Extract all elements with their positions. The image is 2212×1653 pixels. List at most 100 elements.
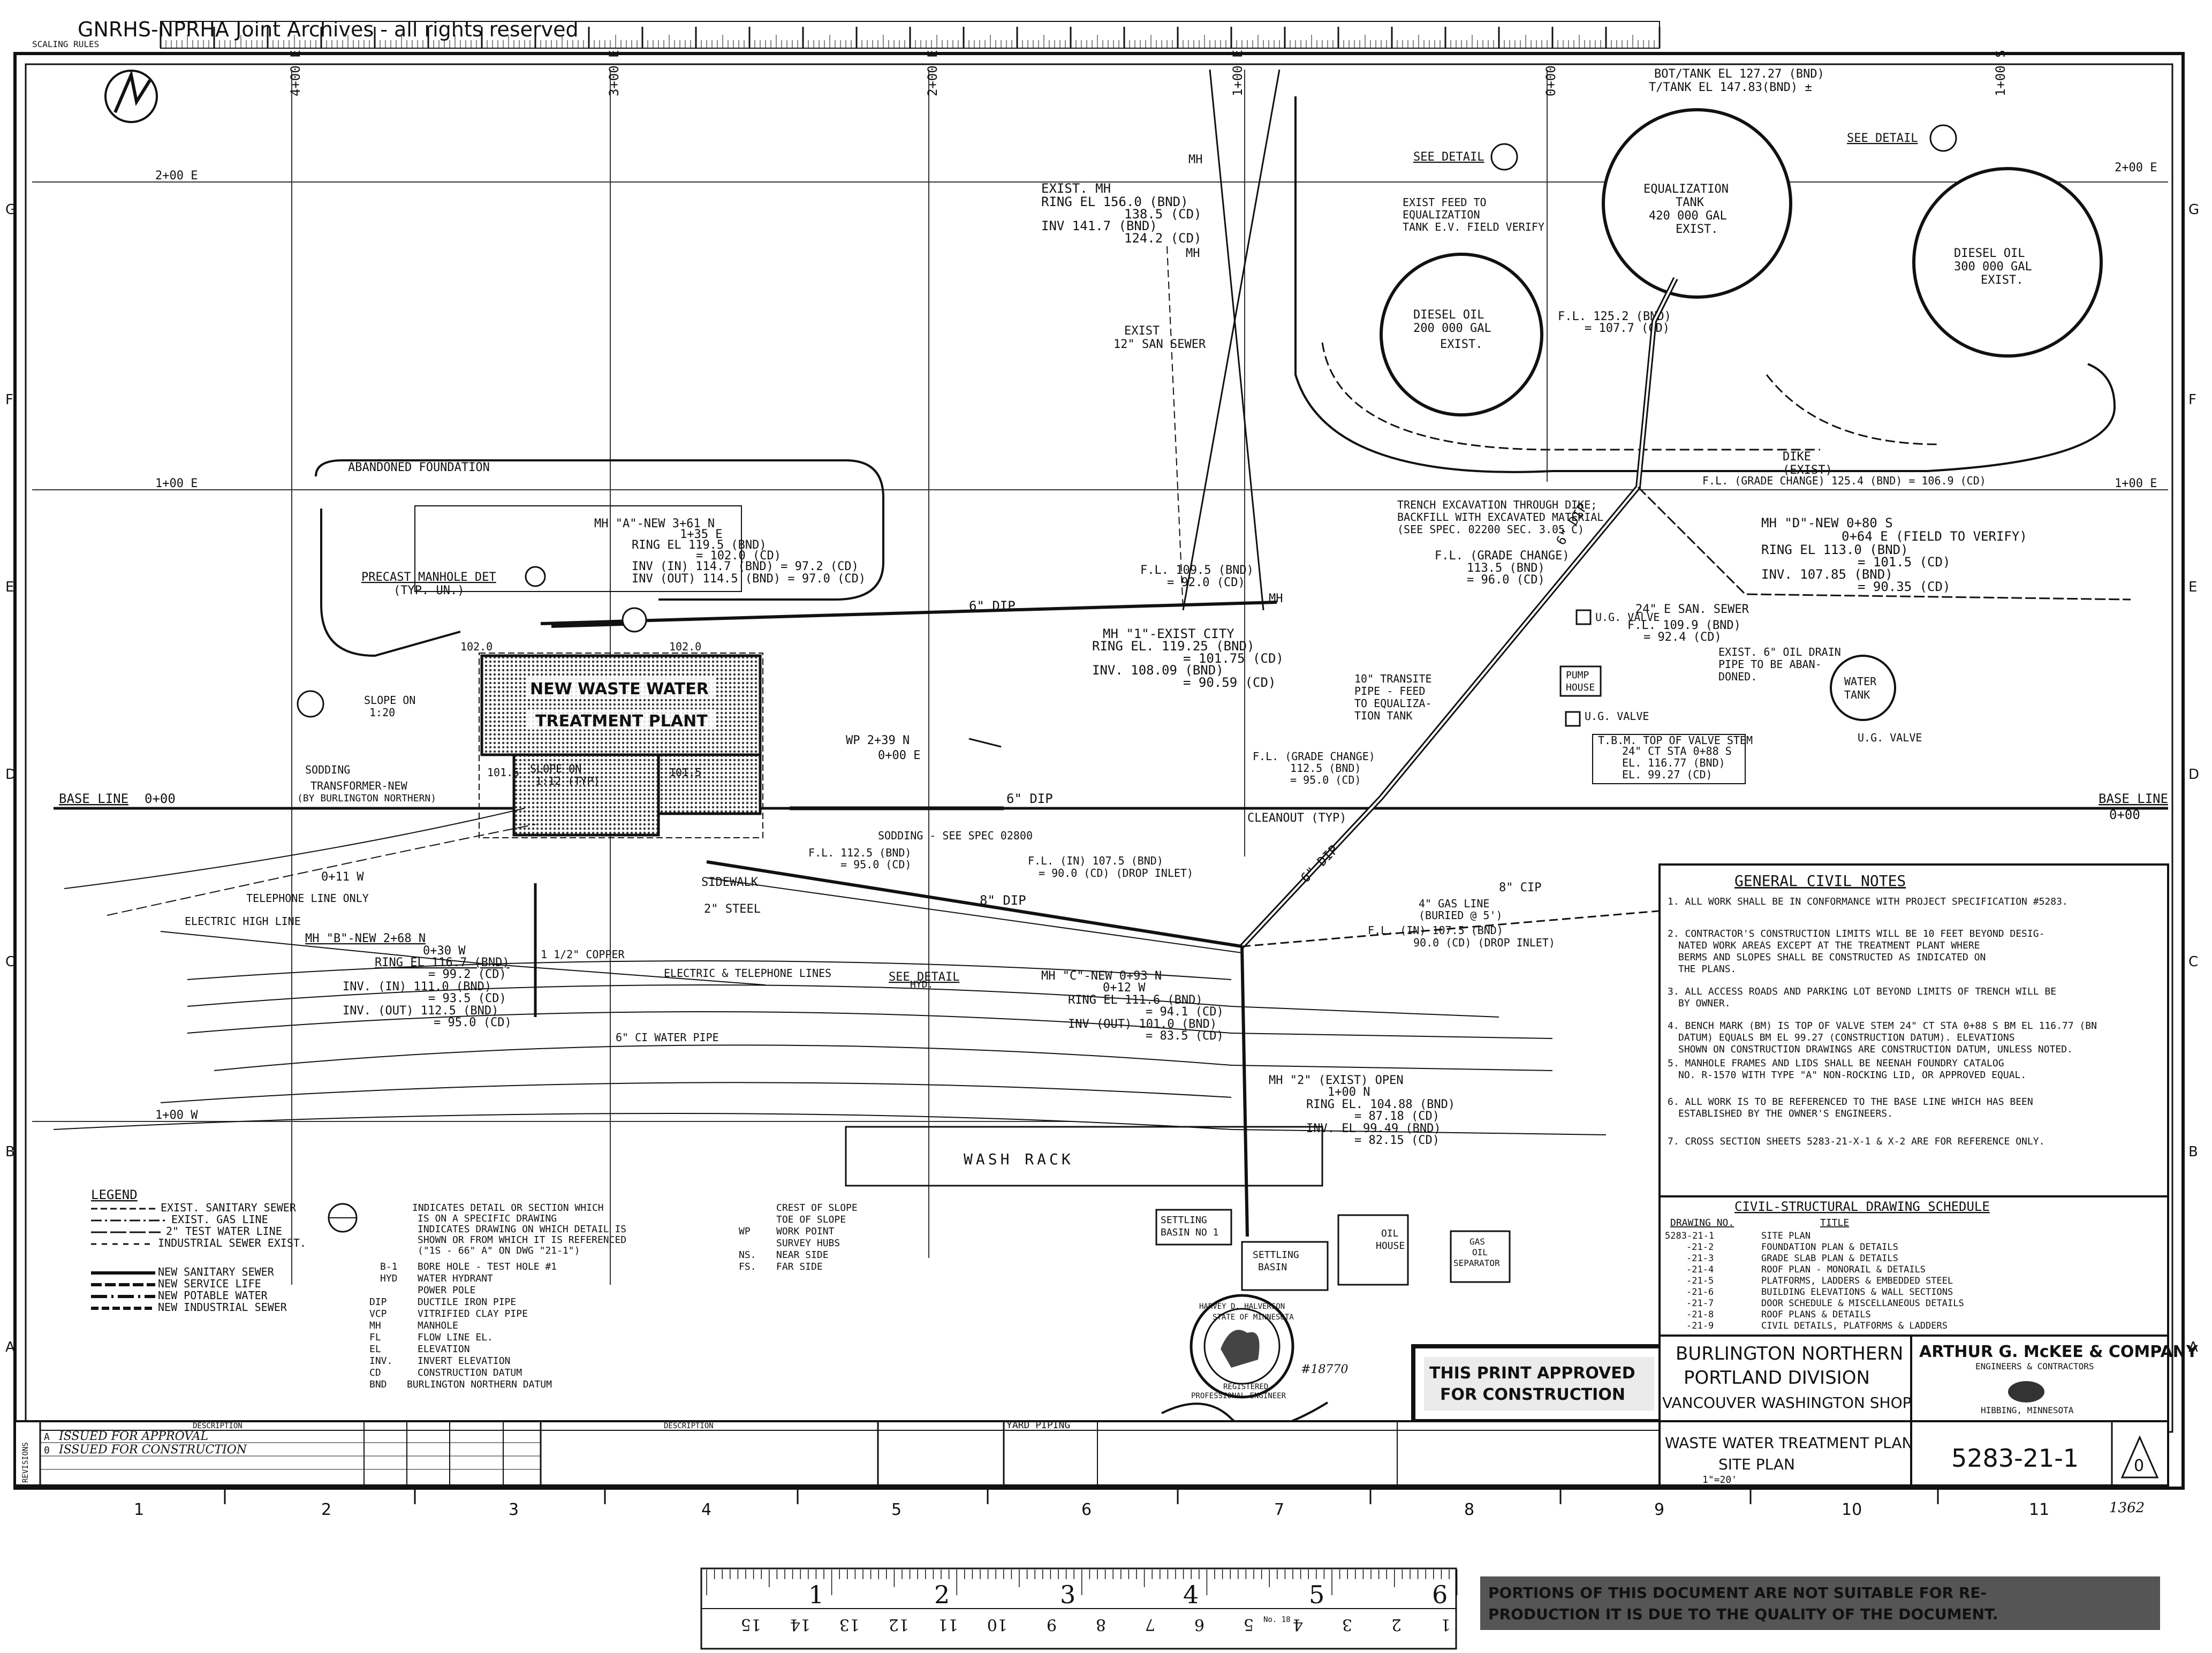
svg-text:1"=20': 1"=20' [1702, 1474, 1737, 1485]
svg-text:U.G. VALVE: U.G. VALVE [1595, 611, 1660, 624]
svg-text:YARD PIPING: YARD PIPING [1006, 1420, 1070, 1431]
svg-text:POWER POLE: POWER POLE [418, 1285, 475, 1296]
svg-text:RING EL 119.5 (BND): RING EL 119.5 (BND) [632, 539, 767, 552]
svg-text:INDUSTRIAL SEWER EXIST.: INDUSTRIAL SEWER EXIST. [158, 1237, 306, 1249]
equalization-tank: EQUALIZATION TANK 420 000 GAL EXIST. BOT… [1602, 67, 1824, 299]
svg-text:TOE OF SLOPE: TOE OF SLOPE [776, 1214, 846, 1225]
svg-text:CIVIL-STRUCTURAL DRAWING SCHED: CIVIL-STRUCTURAL DRAWING SCHEDULE [1734, 1199, 1990, 1214]
schedule-title: FOUNDATION PLAN & DETAILS [1761, 1242, 1898, 1253]
svg-text:5. MANHOLE FRAMES AND LIDS SHA: 5. MANHOLE FRAMES AND LIDS SHALL BE NEEN… [1668, 1058, 2004, 1069]
svg-text:6" DIP: 6" DIP [1298, 842, 1341, 885]
svg-text:8" CIP: 8" CIP [1499, 881, 1541, 894]
svg-text:SHOWN ON CONSTRUCTION DRAWINGS: SHOWN ON CONSTRUCTION DRAWINGS ARE CONST… [1678, 1044, 2073, 1055]
svg-text:RING EL. 104.88 (BND): RING EL. 104.88 (BND) [1306, 1098, 1455, 1111]
schedule-drawing-no: -21-6 [1686, 1287, 1714, 1298]
svg-text:2: 2 [934, 1580, 950, 1609]
svg-text:G: G [5, 202, 16, 218]
svg-text:4+00 E: 4+00 E [288, 50, 303, 96]
svg-text:F.L. (GRADE CHANGE): F.L. (GRADE CHANGE) [1435, 549, 1570, 563]
ruler-cm-label: 9 [1047, 1615, 1057, 1634]
svg-text:1:12 (TYP): 1:12 (TYP) [535, 775, 600, 787]
svg-text:D: D [2188, 767, 2199, 783]
svg-text:NS.: NS. [739, 1249, 756, 1261]
svg-text:EXIST.: EXIST. [1676, 223, 1718, 236]
drawing-schedule: CIVIL-STRUCTURAL DRAWING SCHEDULE DRAWIN… [1658, 1195, 2169, 1337]
svg-text:F.L. (GRADE CHANGE): F.L. (GRADE CHANGE) [1253, 750, 1375, 763]
svg-text:EXIST FEED TO: EXIST FEED TO [1403, 196, 1487, 209]
svg-text:HYD.: HYD. [910, 979, 933, 990]
svg-text:6" CI WATER PIPE: 6" CI WATER PIPE [616, 1031, 719, 1044]
station-labels: 4+00 E 3+00 E 2+00 E 1+00 E 0+00 1+00 S … [155, 50, 2157, 1122]
svg-text:1+00 E: 1+00 E [155, 477, 198, 490]
svg-text:DIESEL OIL: DIESEL OIL [1413, 308, 1484, 322]
svg-text:SHOWN OR FROM WHICH IT IS REFE: SHOWN OR FROM WHICH IT IS REFERENCED [418, 1234, 626, 1246]
svg-text:PORTLAND DIVISION: PORTLAND DIVISION [1684, 1367, 1870, 1389]
svg-text:BURLINGTON NORTHERN: BURLINGTON NORTHERN [1676, 1343, 1903, 1364]
svg-text:ARTHUR G. McKEE & COMPANY: ARTHUR G. McKEE & COMPANY [1919, 1343, 2199, 1361]
gas-oil-separator [1450, 1230, 1511, 1283]
svg-text:OIL: OIL [1472, 1247, 1488, 1257]
svg-text:7. CROSS SECTION SHEETS 5283-2: 7. CROSS SECTION SHEETS 5283-21-X-1 & X-… [1668, 1136, 2044, 1147]
svg-text:INDICATES DETAIL OR SECTION WH: INDICATES DETAIL OR SECTION WHICH [412, 1202, 604, 1214]
svg-text:8: 8 [1464, 1500, 1474, 1519]
svg-text:2+00 E: 2+00 E [925, 50, 940, 96]
svg-text:MH: MH [1188, 153, 1203, 166]
mh-1-note: MH "1"-EXIST CITY RING EL. 119.25 (BND) … [1092, 626, 1284, 690]
svg-text:A: A [44, 1431, 50, 1443]
svg-text:0+11 W: 0+11 W [321, 870, 364, 884]
svg-text:WATER HYDRANT: WATER HYDRANT [418, 1273, 493, 1284]
svg-text:EL. 116.77 (BND): EL. 116.77 (BND) [1622, 756, 1725, 769]
svg-text:NEW INDUSTRIAL SEWER: NEW INDUSTRIAL SEWER [158, 1301, 287, 1314]
svg-text:ELECTRIC HIGH LINE: ELECTRIC HIGH LINE [185, 915, 301, 928]
svg-text:HIBBING, MINNESOTA: HIBBING, MINNESOTA [1981, 1405, 2074, 1415]
svg-text:0+00: 0+00 [2109, 807, 2140, 822]
svg-text:TITLE: TITLE [1820, 1217, 1849, 1229]
svg-text:SODDING: SODDING [305, 763, 350, 776]
svg-text:TANK: TANK [1676, 196, 1705, 209]
svg-text:PRODUCTION IT IS DUE TO THE QU: PRODUCTION IT IS DUE TO THE QUALITY OF T… [1488, 1605, 1998, 1623]
svg-text:RING EL 116.7 (BND): RING EL 116.7 (BND) [375, 956, 510, 969]
svg-text:ISSUED FOR CONSTRUCTION: ISSUED FOR CONSTRUCTION [58, 1443, 247, 1457]
svg-text:FL: FL [369, 1332, 381, 1343]
svg-text:MH "2" (EXIST) OPEN: MH "2" (EXIST) OPEN [1269, 1074, 1404, 1087]
svg-text:E: E [2188, 579, 2197, 595]
svg-text:WP: WP [739, 1226, 751, 1237]
svg-text:CONSTRUCTION DATUM: CONSTRUCTION DATUM [418, 1367, 522, 1378]
ruler-cm-label: 1 [1441, 1615, 1451, 1634]
svg-text:INV (OUT) 114.5 (BND) = 97.0 (: INV (OUT) 114.5 (BND) = 97.0 (CD) [632, 572, 866, 586]
svg-text:D: D [5, 767, 16, 783]
svg-text:("1S - 66" A" ON DWG "21-1"): ("1S - 66" A" ON DWG "21-1") [418, 1245, 580, 1256]
see-detail-2: SEE DETAIL [1847, 124, 1957, 152]
svg-text:= 92.0 (CD): = 92.0 (CD) [1167, 576, 1245, 589]
scaling-rules-label: SCALING RULES [32, 39, 99, 49]
svg-text:EQUALIZATION: EQUALIZATION [1643, 183, 1729, 196]
svg-text:F: F [5, 392, 13, 408]
svg-text:INV (IN) 114.7 (BND) = 97.2 (C: INV (IN) 114.7 (BND) = 97.2 (CD) [632, 560, 859, 573]
svg-text:DIESEL OIL: DIESEL OIL [1954, 247, 2025, 260]
svg-text:THIS PRINT APPROVED: THIS PRINT APPROVED [1429, 1364, 1635, 1383]
svg-text:WP 2+39 N: WP 2+39 N [846, 734, 910, 747]
svg-text:= 101.5 (CD): = 101.5 (CD) [1858, 555, 1950, 570]
title-block: BURLINGTON NORTHERN PORTLAND DIVISION VA… [1658, 1334, 2199, 1516]
svg-text:A: A [5, 1339, 15, 1355]
svg-text:1:20: 1:20 [369, 706, 395, 719]
svg-text:CLEANOUT (TYP): CLEANOUT (TYP) [1247, 812, 1346, 825]
schedule-drawing-no: -21-7 [1686, 1298, 1714, 1309]
svg-text:BACKFILL WITH EXCAVATED MATERI: BACKFILL WITH EXCAVATED MATERIAL [1397, 511, 1603, 524]
general-civil-notes: GENERAL CIVIL NOTES 1. ALL WORK SHALL BE… [1658, 863, 2169, 1197]
svg-text:F.L. (IN) 107.5 (BND): F.L. (IN) 107.5 (BND) [1028, 854, 1163, 867]
svg-text:2+00 E: 2+00 E [2115, 161, 2157, 175]
svg-text:4. BENCH MARK (BM) IS TOP OF V: 4. BENCH MARK (BM) IS TOP OF VALVE STEM … [1668, 1020, 2097, 1032]
scaling-rules [160, 21, 1661, 49]
svg-text:EXIST. GAS LINE: EXIST. GAS LINE [171, 1213, 268, 1226]
svg-text:12" SAN SEWER: 12" SAN SEWER [1113, 338, 1206, 351]
svg-text:1+00 W: 1+00 W [155, 1109, 198, 1122]
abandoned-foundation-outline [315, 459, 884, 657]
svg-text:T/TANK EL 147.83(BND) ±: T/TANK EL 147.83(BND) ± [1649, 81, 1812, 94]
svg-text:RING EL. 119.25 (BND): RING EL. 119.25 (BND) [1092, 639, 1254, 654]
settling-basin-1 [1155, 1209, 1232, 1246]
svg-text:112.5 (BND): 112.5 (BND) [840, 846, 911, 859]
svg-text:EXIST.: EXIST. [1440, 338, 1482, 351]
svg-text:VITRIFIED CLAY PIPE: VITRIFIED CLAY PIPE [418, 1308, 528, 1320]
svg-text:INV.: INV. [369, 1355, 392, 1367]
